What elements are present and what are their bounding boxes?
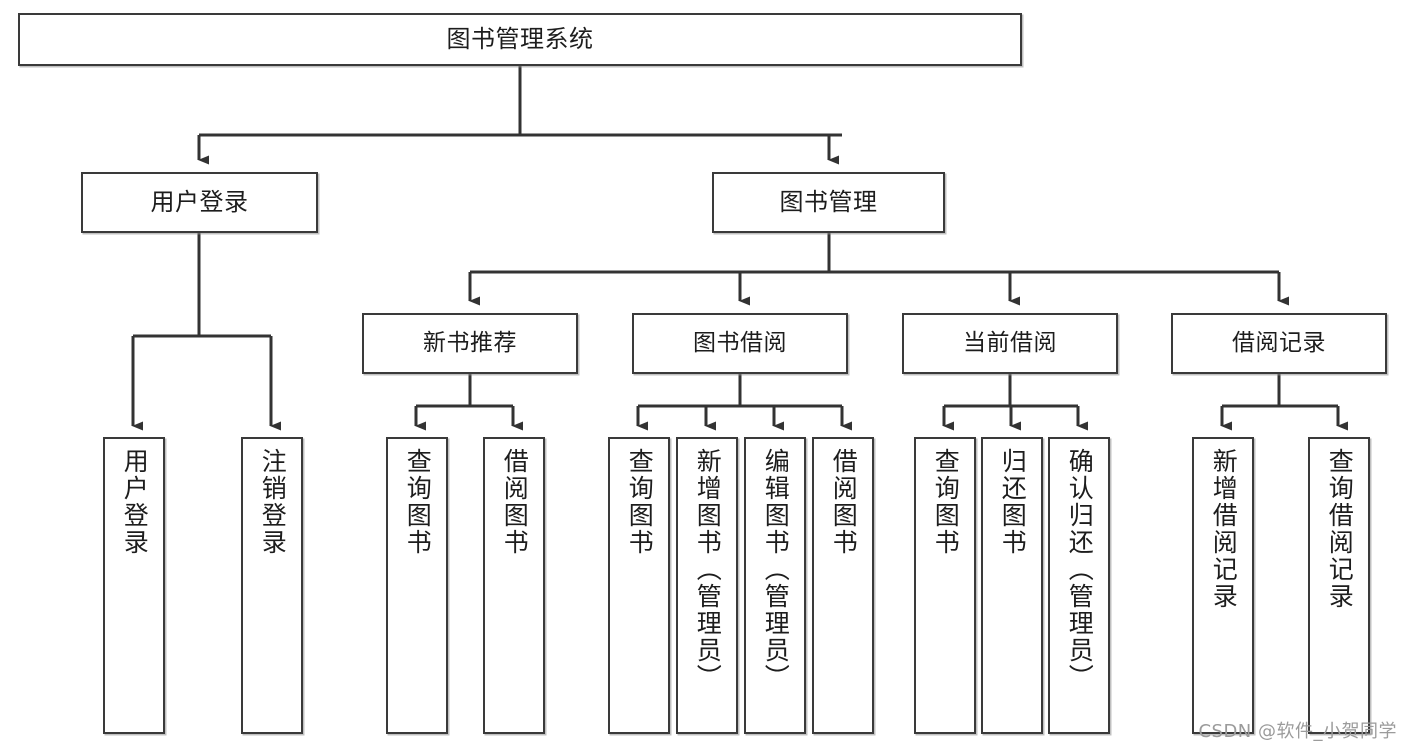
csdn-watermark: CSDN @软件_小贺同学 (1198, 721, 1397, 742)
node-borrow-record-label: 借阅记录 (1232, 330, 1326, 357)
leaf-borrow-book-recommend[interactable]: 借阅图书 (483, 437, 545, 734)
leaf-query-book-borrow-label: 查询图书 (625, 448, 655, 556)
leaf-query-book-current[interactable]: 查询图书 (914, 437, 976, 734)
node-borrow-record[interactable]: 借阅记录 (1171, 313, 1387, 374)
leaf-add-book-admin-label: 新增图书（管理员） (693, 448, 723, 691)
node-current-borrow[interactable]: 当前借阅 (902, 313, 1118, 374)
leaf-confirm-return-admin[interactable]: 确认归还（管理员） (1048, 437, 1110, 734)
node-user-login-label: 用户登录 (150, 187, 249, 216)
node-book-management[interactable]: 图书管理 (712, 172, 945, 233)
node-root-label: 图书管理系统 (446, 24, 594, 53)
leaf-user-login[interactable]: 用户登录 (103, 437, 165, 734)
node-new-book-recommend[interactable]: 新书推荐 (362, 313, 578, 374)
leaf-add-book-admin[interactable]: 新增图书（管理员） (676, 437, 738, 734)
leaf-edit-book-admin-label: 编辑图书（管理员） (761, 448, 791, 691)
leaf-query-borrow-record-label: 查询借阅记录 (1325, 448, 1355, 610)
node-book-borrow-label: 图书借阅 (693, 330, 787, 357)
leaf-query-book-recommend[interactable]: 查询图书 (386, 437, 448, 734)
node-book-borrow[interactable]: 图书借阅 (632, 313, 848, 374)
leaf-logout-label: 注销登录 (258, 448, 288, 556)
leaf-borrow-book-label: 借阅图书 (829, 448, 859, 556)
leaf-return-book-label: 归还图书 (998, 448, 1028, 556)
leaf-query-book-current-label: 查询图书 (931, 448, 961, 556)
leaf-query-borrow-record[interactable]: 查询借阅记录 (1308, 437, 1370, 734)
node-current-borrow-label: 当前借阅 (963, 330, 1057, 357)
leaf-borrow-book-recommend-label: 借阅图书 (500, 448, 530, 556)
leaf-confirm-return-admin-label: 确认归还（管理员） (1065, 448, 1095, 691)
leaf-logout[interactable]: 注销登录 (241, 437, 303, 734)
leaf-add-borrow-record[interactable]: 新增借阅记录 (1192, 437, 1254, 734)
node-user-login[interactable]: 用户登录 (81, 172, 318, 233)
leaf-edit-book-admin[interactable]: 编辑图书（管理员） (744, 437, 806, 734)
node-new-book-recommend-label: 新书推荐 (423, 330, 517, 357)
leaf-add-borrow-record-label: 新增借阅记录 (1209, 448, 1239, 610)
leaf-user-login-label: 用户登录 (120, 448, 150, 556)
node-book-management-label: 图书管理 (779, 187, 878, 216)
leaf-borrow-book[interactable]: 借阅图书 (812, 437, 874, 734)
node-root[interactable]: 图书管理系统 (18, 13, 1022, 66)
leaf-query-book-borrow[interactable]: 查询图书 (608, 437, 670, 734)
leaf-query-book-recommend-label: 查询图书 (403, 448, 433, 556)
leaf-return-book[interactable]: 归还图书 (981, 437, 1043, 734)
